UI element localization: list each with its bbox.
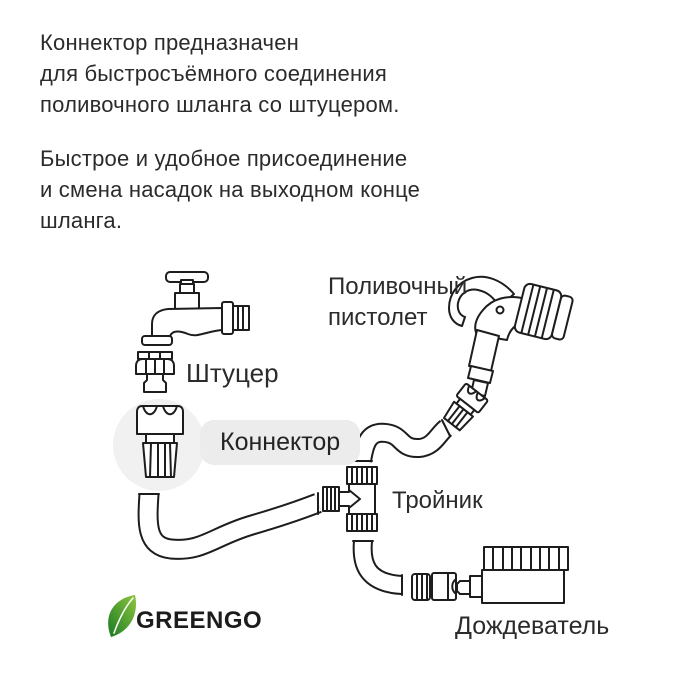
faucet-icon xyxy=(141,271,250,346)
sprinkler-connector-icon xyxy=(411,572,457,601)
fitting-label: Штуцер xyxy=(186,358,279,388)
sprinkler-label: Дождеватель xyxy=(455,612,610,640)
hose-icon xyxy=(137,419,453,596)
intro-paragraph-1: Коннектор предназначен для быстросъёмног… xyxy=(40,30,400,117)
tee-label: Тройник xyxy=(392,487,483,514)
spray-gun-icon xyxy=(448,275,574,397)
connector-icon xyxy=(136,405,184,478)
brand-logo-text: GREENGO xyxy=(136,607,263,634)
connector-label: Коннектор xyxy=(220,428,341,456)
gun-connector-icon xyxy=(442,383,489,432)
connector-badge: Коннектор xyxy=(200,420,361,465)
spray-gun-label: Поливочный пистолет xyxy=(328,273,468,331)
fitting-icon xyxy=(135,351,175,393)
tee-icon xyxy=(322,466,378,532)
sprinkler-icon xyxy=(456,546,569,604)
leaf-icon xyxy=(108,595,136,637)
intro-paragraph-2: Быстрое и удобное присоединение и смена … xyxy=(40,146,421,233)
